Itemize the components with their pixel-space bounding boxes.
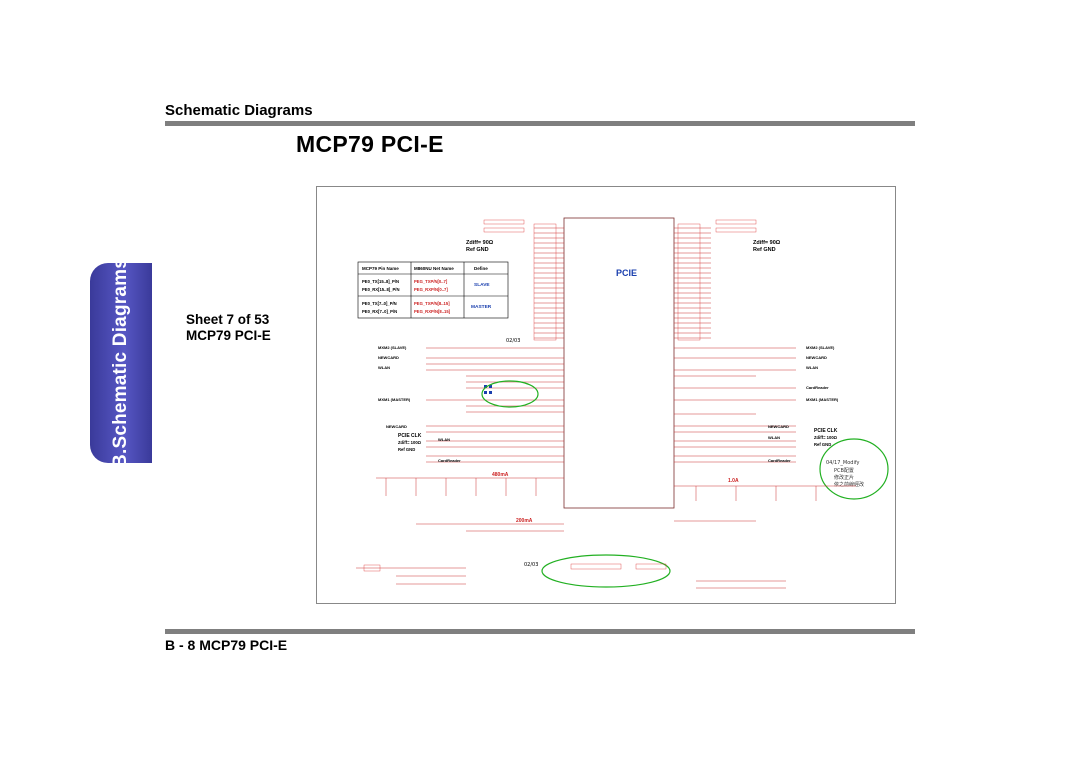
pcie-clk-left-ref: Ref GND (398, 447, 415, 452)
ref-gnd-left: Ref GND (466, 247, 489, 253)
pcie-block-label: PCIE (616, 268, 637, 278)
right-label-mxm2: MXM2 (SLAVE) (806, 345, 835, 350)
current-note-1: 480mA (492, 472, 509, 478)
table-cell: PEG_TXP/N[8..15] (414, 301, 450, 306)
footer-rule (165, 629, 915, 634)
pcie-clk-right-title: PCIE CLK (814, 428, 838, 434)
ref-gnd-right: Ref GND (753, 247, 776, 253)
right-signal-lines (674, 347, 796, 463)
current-note-2: 200mA (516, 518, 533, 524)
sheet-number: Sheet 7 of 53 (186, 312, 270, 327)
pcie-clk-right-ref: Ref GND (814, 442, 831, 447)
table-cell: SLAVE (474, 282, 490, 288)
pcie-clk-right-wlan: WLAN (768, 435, 780, 440)
header-rule (165, 121, 915, 126)
pin-name-table: MCP79 Pin Name M860NU Net Name Define PE… (357, 261, 509, 319)
side-tab-label: B.Schematic Diagrams (110, 258, 131, 468)
table-cell: PE0_TX[15..8]_P/N (362, 279, 399, 284)
table-header-pin: MCP79 Pin Name (362, 266, 399, 271)
pcie-clk-left-zdiff: Zdiff= 100Ω (398, 440, 422, 445)
table-cell: PEG_RXP/N[0..7] (414, 287, 448, 292)
page-title: MCP79 PCI-E (296, 131, 444, 157)
date-note-1: 02/03 (506, 338, 520, 344)
table-header-define: Define (474, 266, 488, 271)
capacitor-pairs (484, 385, 492, 394)
date-note-2: 02/03 (524, 562, 538, 568)
right-label-wlan: WLAN (806, 365, 818, 370)
net-label-box (363, 564, 381, 572)
sheet-name: MCP79 PCI-E (186, 328, 271, 343)
right-label-newcard: NEWCARD (806, 355, 827, 360)
table-cell: PEG_RXP/N[8..15] (414, 309, 451, 314)
table-cell: MASTER (471, 304, 492, 310)
pcie-clk-left-title: PCIE CLK (398, 433, 422, 439)
table-cell: PE0_RX[7..0]_P/N (362, 309, 397, 314)
pcie-clk-right-zdiff: Zdiff= 100Ω (814, 435, 838, 440)
current-note-3: 1.0A (728, 478, 739, 484)
pcie-clk-right-newcard: NEWCARD (768, 424, 789, 429)
pcie-clk-right-cardreader: CardReader (768, 458, 791, 463)
footer-page-label: B - 8 MCP79 PCI-E (165, 637, 288, 653)
left-label-mxm1: MXM1 (MASTER) (378, 397, 411, 402)
highlight-circle-left (481, 380, 539, 408)
schematic-diagram: PCIE Zdiff= 90Ω (316, 186, 896, 604)
pcie-clk-left-cardreader: CardReader (438, 458, 461, 463)
left-label-wlan: WLAN (378, 365, 390, 370)
modify-note-line: 修改正片 (834, 474, 854, 481)
bottom-resistors (356, 567, 786, 589)
mcp79-pcie-block (563, 217, 675, 509)
right-label-mxm1: MXM1 (MASTER) (806, 397, 839, 402)
zdiff-right: Zdiff= 90Ω (753, 240, 781, 246)
net-name-boxes (483, 219, 757, 341)
left-pin-lines (534, 227, 564, 339)
section-side-tab: B.Schematic Diagrams (90, 258, 152, 468)
right-pin-lines (674, 227, 711, 339)
net-label-box (570, 563, 622, 570)
modify-note-line: PCB配置 (834, 468, 854, 474)
table-cell: PEG_TXP/N[0..7] (414, 279, 448, 284)
table-cell: PE0_TX[7..0]_P/N (362, 301, 397, 306)
highlight-circle-right (819, 438, 889, 500)
pcie-clk-left-newcard: NEWCARD (386, 424, 407, 429)
pcie-clk-left-wlan: WLAN (438, 437, 450, 442)
modify-note-line: 依之前線經改 (834, 481, 864, 488)
left-label-mxm2: MXM2 (SLAVE) (378, 345, 407, 350)
sheet-info: Sheet 7 of 53 MCP79 PCI-E (186, 312, 271, 344)
power-rail-lines (376, 477, 856, 532)
left-label-newcard: NEWCARD (378, 355, 399, 360)
zdiff-left: Zdiff= 90Ω (466, 240, 494, 246)
schematic-border (316, 186, 896, 604)
section-header: Schematic Diagrams (165, 102, 313, 119)
left-signal-lines (426, 347, 564, 463)
modify-note-date: 04/17_Modify (826, 460, 860, 466)
net-label-box (635, 563, 667, 570)
table-header-net: M860NU Net Name (414, 266, 454, 271)
table-cell: PE0_RX[15..8]_P/N (362, 287, 399, 292)
highlight-circle-bottom (541, 554, 671, 588)
right-label-cardreader: CardReader (806, 385, 829, 390)
